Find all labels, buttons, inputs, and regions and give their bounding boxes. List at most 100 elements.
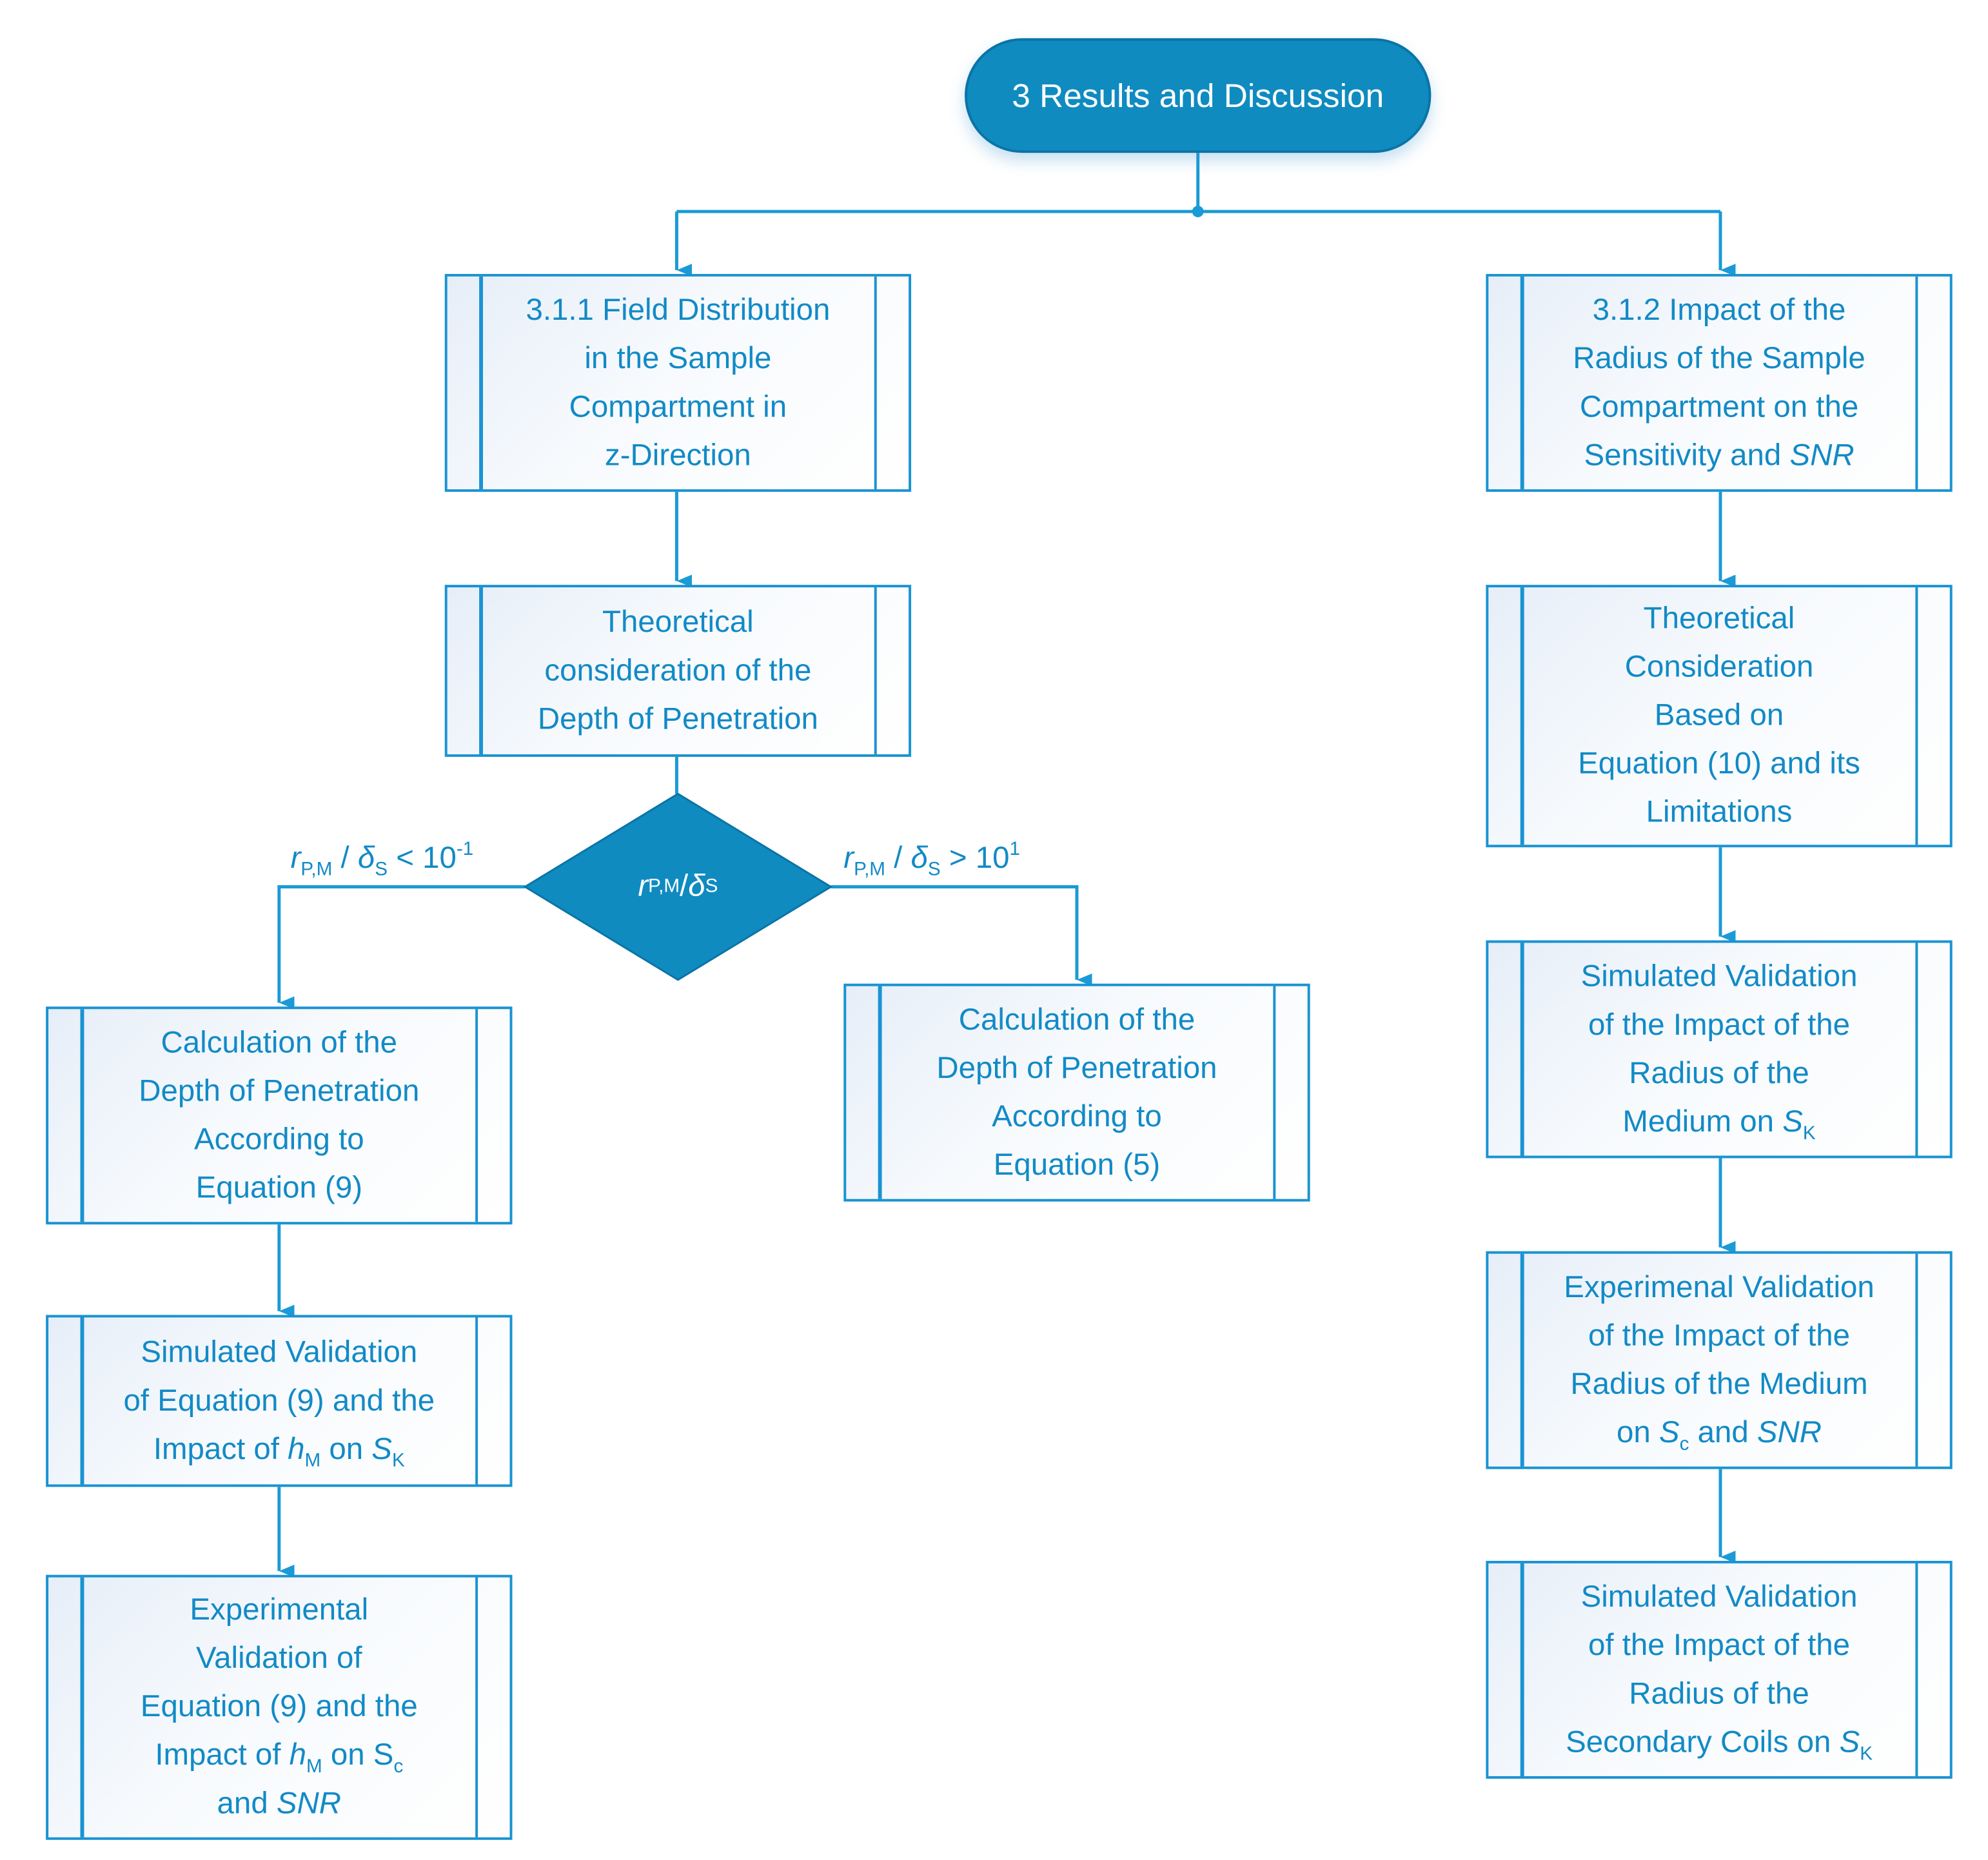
text-segment: consideration of the	[544, 652, 812, 688]
text-segment: Experimenal Validation	[1564, 1269, 1875, 1304]
text-segment: Radius of the	[1629, 1055, 1809, 1090]
text-segment: of the Impact of the	[1588, 1318, 1851, 1353]
box-text-line: Simulated Validation	[1581, 1573, 1858, 1621]
box-text-line: Impact of hM on Sc	[155, 1732, 403, 1780]
box-sim-secondary: Simulated Validation of the Impact of the…	[1486, 1560, 1953, 1779]
text-segment: Impact of	[155, 1738, 290, 1773]
text-segment: According to	[992, 1099, 1162, 1133]
box-text-line: 3.1.1 Field Distribution	[526, 286, 830, 335]
box-text-line: consideration of the	[544, 647, 811, 695]
text-segment: Based on	[1654, 698, 1784, 733]
text-segment: Limitations	[1646, 795, 1793, 830]
text-segment: Calculation of the	[161, 1024, 398, 1060]
text-segment: of the Impact of the	[1588, 1007, 1851, 1042]
text-segment: > 10	[940, 841, 1010, 876]
text-segment: δ	[910, 841, 928, 876]
text-segment: Equation (9)	[195, 1170, 363, 1205]
box-text-line: Based on	[1655, 692, 1784, 740]
text-segment: Depth of Penetration	[537, 701, 818, 736]
text-segment: Medium on	[1622, 1104, 1783, 1139]
text-segment: δ	[688, 868, 705, 904]
text-segment: Theoretical	[602, 604, 754, 640]
text-segment: Experimental	[190, 1592, 369, 1627]
box-text-line: Experimenal Validation	[1564, 1264, 1875, 1312]
text-segment: Depth of Penetration	[936, 1050, 1217, 1085]
box-text-line: Sensitivity and SNR	[1584, 431, 1854, 480]
box-text-line: of the Impact of the	[1588, 1312, 1850, 1360]
connector-root-split	[676, 153, 1721, 213]
box-text-line: Impact of hM on SK	[153, 1425, 405, 1473]
text-segment: Equation (10) and its	[1578, 747, 1860, 781]
text-segment: Sensitivity and	[1584, 437, 1790, 473]
text-segment: and	[1689, 1415, 1757, 1450]
text-segment: of the Impact of the	[1588, 1627, 1851, 1663]
text-segment: M	[306, 1756, 322, 1777]
text-segment: Depth of Penetration	[139, 1073, 420, 1108]
box-text-line: According to	[194, 1115, 364, 1164]
box-text-line: Depth of Penetration	[538, 695, 818, 743]
text-segment: r	[290, 841, 301, 876]
box-text-line: 3.1.2 Impact of the	[1593, 286, 1846, 335]
box-text-line: Simulated Validation	[141, 1328, 417, 1376]
text-segment: Radius of the Medium	[1570, 1366, 1868, 1401]
box-text-line: Secondary Coils on SK	[1566, 1718, 1873, 1767]
box-text-line: Radius of the	[1629, 1049, 1809, 1097]
text-segment: h	[288, 1431, 305, 1466]
root-label: 3 Results and Discussion	[1012, 75, 1384, 114]
box-text-line: According to	[992, 1093, 1162, 1141]
text-segment: z-Direction	[605, 437, 751, 473]
box-text-line: of the Impact of the	[1588, 1001, 1850, 1049]
text-segment: S	[1839, 1724, 1860, 1759]
text-segment: SNR	[1757, 1415, 1822, 1450]
text-segment: < 10	[388, 841, 457, 876]
right-condition-label: rP,M / δS > 101	[843, 839, 1020, 879]
box-text-line: Compartment in	[569, 383, 787, 431]
text-segment: δ	[357, 841, 375, 876]
text-segment: -1	[456, 838, 474, 861]
text-segment: c	[1679, 1433, 1689, 1454]
decision-diamond	[523, 792, 833, 981]
text-segment: Simulated Validation	[1580, 1579, 1858, 1614]
text-segment: S	[371, 1431, 392, 1466]
box-text-line: of the Impact of the	[1588, 1621, 1850, 1670]
text-segment: h	[289, 1738, 306, 1773]
text-segment: S	[927, 859, 941, 881]
box-text-line: Theoretical	[1644, 595, 1795, 643]
text-segment: M	[304, 1449, 321, 1471]
box-text-line: Theoretical	[602, 598, 754, 647]
left-condition-label: rP,M / δS < 10-1	[290, 838, 474, 879]
text-segment: SNR	[276, 1786, 342, 1821]
text-segment: K	[391, 1449, 405, 1471]
text-segment: Secondary Coils on	[1566, 1724, 1840, 1759]
text-segment: /	[332, 841, 358, 876]
box-text-line: Consideration	[1625, 643, 1814, 692]
text-segment: 3.1.1 Field Distribution	[526, 292, 831, 327]
box-text-line: Equation (9) and the	[141, 1683, 418, 1732]
box-text-line: Radius of the Medium	[1570, 1360, 1867, 1409]
text-segment: on	[1616, 1415, 1659, 1450]
box-text-line: Depth of Penetration	[936, 1044, 1217, 1093]
text-segment: 3.1.2 Impact of the	[1592, 292, 1846, 327]
box-text-line: and SNR	[217, 1780, 341, 1828]
text-segment: Simulated Validation	[141, 1335, 418, 1369]
text-segment: According to	[193, 1122, 364, 1157]
box-text-line: Simulated Validation	[1581, 952, 1858, 1001]
text-segment: S	[1782, 1104, 1803, 1139]
box-text-line: in the Sample	[584, 335, 771, 383]
box-text-line: Compartment on the	[1580, 383, 1858, 431]
text-segment: K	[1860, 1742, 1873, 1765]
text-segment: SNR	[1789, 437, 1855, 473]
text-segment: Compartment on the	[1579, 389, 1859, 424]
text-segment: Compartment in	[569, 389, 787, 424]
arrow-to-calc-eq9	[277, 885, 526, 1010]
box-text-line: Equation (10) and its	[1578, 740, 1860, 788]
text-segment: P,M	[854, 859, 886, 881]
text-segment: Calculation of the	[958, 1002, 1196, 1037]
